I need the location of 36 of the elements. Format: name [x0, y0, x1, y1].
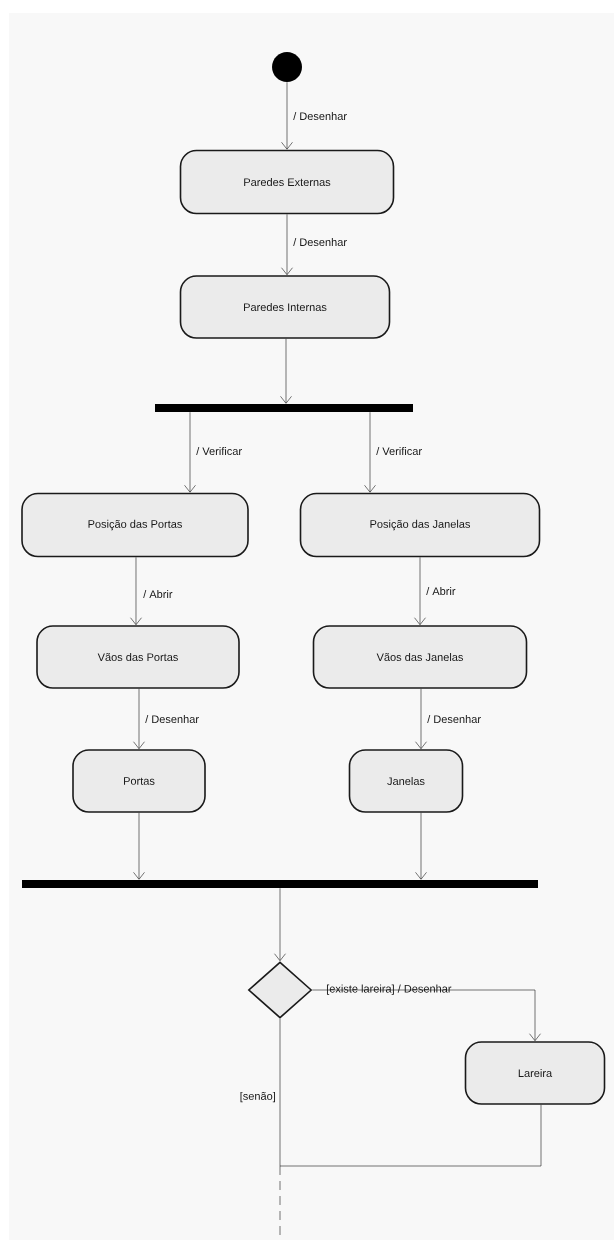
activity-box: Vãos das Portas — [36, 625, 240, 689]
activity-box: Vãos das Janelas — [312, 625, 528, 689]
activity-box: Posição das Janelas — [299, 492, 541, 558]
arrow — [133, 688, 145, 749]
arrow — [281, 214, 293, 276]
arrow — [415, 812, 427, 880]
edge-label: / Desenhar — [145, 714, 199, 724]
edge-label: / Desenhar — [293, 237, 347, 247]
arrow — [280, 338, 292, 404]
activity-box: Paredes Externas — [179, 149, 395, 215]
edge-label: / Verificar — [196, 446, 242, 456]
arrow — [281, 81, 293, 150]
edge-label: / Abrir — [143, 589, 173, 599]
edge-label: [existe lareira] / Desenhar — [327, 984, 452, 995]
arrow — [415, 688, 427, 749]
activity-box: Posição das Portas — [21, 492, 249, 558]
arrow — [184, 411, 196, 493]
edge-label: / Abrir — [426, 586, 456, 596]
arrow — [414, 557, 426, 625]
arrow — [274, 887, 286, 962]
start-node — [272, 52, 302, 82]
activity-box: Portas — [72, 749, 206, 813]
sync-bar — [22, 880, 538, 888]
edge-label: [senão] — [240, 1091, 275, 1103]
edge-label: / Verificar — [376, 446, 422, 456]
edge-label: / Desenhar — [293, 111, 347, 121]
arrow — [133, 812, 145, 880]
sync-bar — [155, 404, 413, 412]
arrow — [279, 1018, 281, 1237]
arrow — [364, 411, 376, 493]
activity-box: Paredes Internas — [179, 275, 391, 339]
arrow — [312, 989, 541, 1042]
arrow — [130, 557, 142, 625]
activity-box: Lareira — [464, 1041, 606, 1105]
edge-label: / Desenhar — [427, 714, 481, 724]
activity-box: Janelas — [348, 749, 464, 813]
